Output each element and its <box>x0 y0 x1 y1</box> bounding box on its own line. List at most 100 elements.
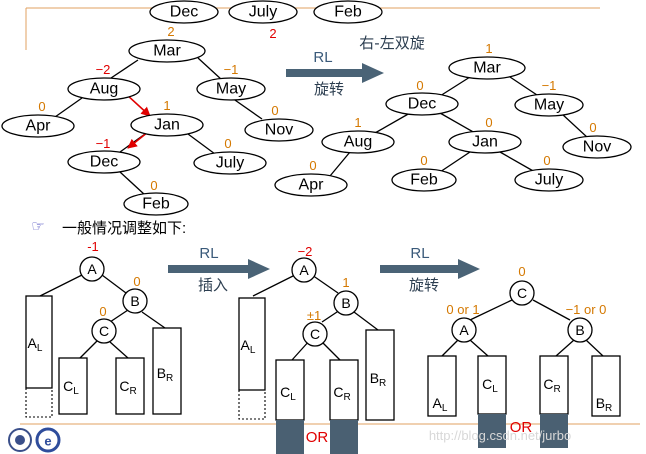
svg-text:0: 0 <box>133 274 140 289</box>
general-tree-3: AL CL OR CR BR C 0 A 0 or 1 B −1 or 0 <box>427 264 621 448</box>
svg-text:0: 0 <box>99 304 106 319</box>
general-tree-2: AL CL CR OR BR A −2 B 1 C ±1 <box>238 244 395 454</box>
svg-text:BR: BR <box>596 395 613 414</box>
balance-factor: −1 <box>224 62 239 77</box>
top-node-label: Dec <box>170 4 198 21</box>
title-right: 右-左双旋 <box>359 34 424 52</box>
svg-text:−1 or 0: −1 or 0 <box>566 302 607 317</box>
balance-factor: 0 <box>271 103 278 118</box>
svg-text:A: A <box>459 322 469 338</box>
node-label: Mar <box>153 43 181 60</box>
svg-text:BR: BR <box>370 370 387 389</box>
node-label: Nov <box>583 139 611 156</box>
balance-factor: 0 <box>309 158 316 173</box>
tree1-node-jan: Jan 1 <box>130 98 204 137</box>
university-logo <box>8 428 32 452</box>
svg-text:CR: CR <box>333 384 350 403</box>
svg-text:BR: BR <box>157 365 174 384</box>
tree1-node-july: July 0 <box>193 136 267 175</box>
svg-text:1: 1 <box>342 275 349 290</box>
pointing-hand-icon: ☞ <box>31 218 44 235</box>
svg-text:CR: CR <box>119 378 136 397</box>
svg-text:e: e <box>44 434 51 449</box>
node-label: Nov <box>265 122 293 139</box>
rl-rotate-arrow-2: RL 旋转 <box>380 245 480 294</box>
node-label: July <box>216 155 244 172</box>
svg-text:AL: AL <box>433 395 448 414</box>
tree2-node-nov: Nov 0 <box>562 120 632 159</box>
insert-text: 插入 <box>198 276 228 294</box>
tree2-node-dec: Dec 0 <box>385 78 459 116</box>
svg-text:C: C <box>517 285 527 301</box>
insert-code: RL <box>199 245 218 262</box>
svg-text:CL: CL <box>63 378 79 397</box>
node-label: Dec <box>90 154 118 171</box>
svg-text:C: C <box>310 326 320 342</box>
general-text: 一般情况调整如下: <box>62 220 186 237</box>
svg-text:−2: −2 <box>298 244 313 259</box>
svg-text:B: B <box>575 322 584 338</box>
node-label: Feb <box>142 196 170 213</box>
node-label: Apr <box>299 177 325 194</box>
top-node-dec: Dec <box>149 0 219 24</box>
svg-text:C: C <box>99 323 109 339</box>
rotation-code: RL <box>313 49 332 66</box>
balance-factor: 2 <box>167 24 174 39</box>
tree1-node-aug: Aug −2 <box>67 62 141 101</box>
rotate-code: RL <box>410 245 429 262</box>
tree2-node-apr: Apr 0 <box>274 158 348 197</box>
top-node-label: July <box>249 4 277 21</box>
svg-text:CL: CL <box>482 376 498 395</box>
tree2-node-may: May −1 <box>514 78 584 117</box>
tree1-node-mar: Mar 2 <box>128 24 206 63</box>
svg-text:CL: CL <box>280 384 296 403</box>
top-badge: 2 <box>269 26 276 41</box>
svg-text:0: 0 <box>518 264 525 279</box>
node-label: Jan <box>472 134 498 151</box>
top-node-feb: Feb <box>313 0 383 24</box>
node-label: Apr <box>26 118 52 135</box>
svg-text:AL: AL <box>241 337 256 356</box>
tree2-edges <box>329 76 589 177</box>
balance-factor: 1 <box>354 115 361 130</box>
rl-rotation-arrow: RL 旋转 <box>286 49 384 98</box>
balance-factor: 0 <box>420 153 427 168</box>
svg-text:A: A <box>299 262 309 278</box>
tree2-node-july: July 0 <box>514 153 584 192</box>
balance-factor: 1 <box>485 41 492 56</box>
svg-text:B: B <box>341 295 350 311</box>
node-label: Mar <box>473 60 501 77</box>
balance-factor: 0 <box>150 178 157 193</box>
watermark-text: http://blog.csdn.net/jurbo <box>429 428 571 443</box>
general-case-heading: ☞ 一般情况调整如下: <box>31 218 186 237</box>
balance-factor: 1 <box>163 98 170 113</box>
tree2-node-aug: Aug 1 <box>321 115 395 154</box>
balance-factor: 0 <box>416 78 423 93</box>
balance-factor: 0 <box>38 99 45 114</box>
node-label: May <box>534 97 564 114</box>
balance-factor: −1 <box>96 136 111 151</box>
rotation-text: 旋转 <box>314 80 344 98</box>
node-label: Feb <box>410 172 438 189</box>
tree2-node-mar: Mar 1 <box>448 41 526 80</box>
balance-factor: 0 <box>485 115 492 130</box>
svg-text:±1: ±1 <box>307 308 321 323</box>
svg-text:0 or 1: 0 or 1 <box>446 302 479 317</box>
node-label: Aug <box>344 134 372 151</box>
rotate-text: 旋转 <box>409 276 439 294</box>
or-label: OR <box>306 429 329 446</box>
rl-insert-arrow: RL 插入 <box>168 245 270 294</box>
svg-text:CR: CR <box>543 376 560 395</box>
general-tree-1: AL CL CR BR A -1 B 0 C 0 <box>25 239 182 418</box>
node-label: July <box>535 172 563 189</box>
balance-factor: 0 <box>224 136 231 151</box>
or-label: OR <box>510 419 533 436</box>
top-node-july: July <box>228 0 298 24</box>
e-logo: e <box>35 427 61 453</box>
tree1-edges <box>54 57 263 196</box>
tree1-node-apr: Apr 0 <box>1 99 75 138</box>
tree1-node-may: May −1 <box>196 62 266 101</box>
svg-text:AL: AL <box>28 335 43 354</box>
